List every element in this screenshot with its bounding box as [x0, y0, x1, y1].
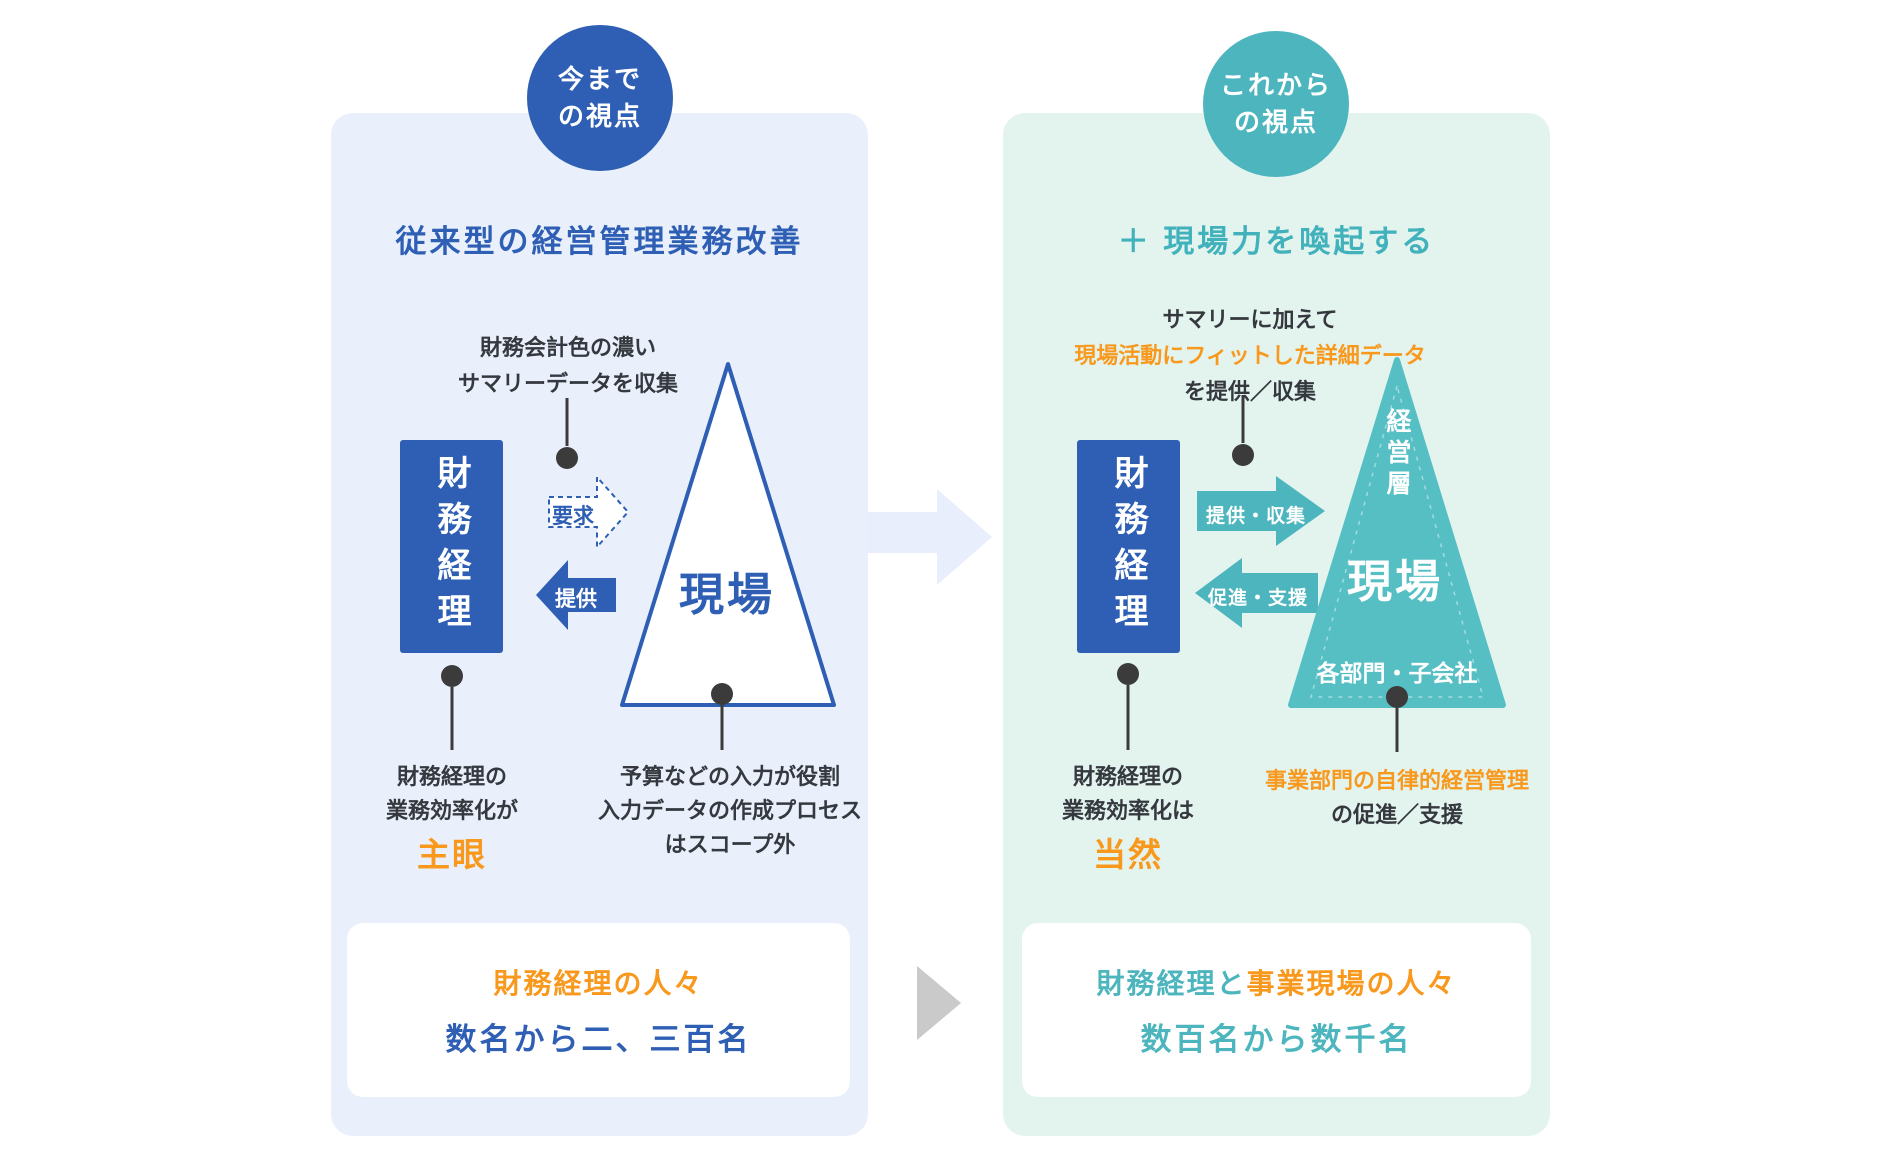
right-field-note: 事業部門の自律的経営管理 の促進／支援 — [1244, 764, 1550, 832]
right-finance-note-line1: 財務経理の — [1072, 764, 1183, 789]
transition-arrow-icon — [866, 489, 992, 585]
badge-future-view-line1: これから — [1219, 70, 1332, 100]
request-arrow-label: 要求 — [552, 505, 594, 528]
left-top-note: 財務会計色の濃い サマリーデータを収集 — [408, 330, 728, 402]
provide-collect-arrow-label: 提供・収集 — [1205, 506, 1306, 527]
badge-current-view-line2: の視点 — [557, 101, 642, 131]
right-top-note-line3: を提供／収集 — [1183, 379, 1316, 404]
left-top-note-line2: サマリーデータを収集 — [457, 371, 678, 396]
right-summary-line1-orange: 事業現場の人々 — [1246, 967, 1457, 999]
left-triangle-label: 現場 — [678, 569, 775, 620]
right-finance-note-emphasis: 当然 — [1093, 836, 1163, 873]
left-finance-note-line1: 財務経理の — [396, 764, 507, 789]
right-summary-line2: 数百名から数千名 — [1140, 1021, 1413, 1057]
transition-triangle-icon — [917, 966, 961, 1040]
right-summary-line1: 財務経理と事業現場の人々 — [1096, 962, 1456, 1002]
right-top-note-line1: サマリーに加えて — [1162, 307, 1338, 332]
promote-support-arrow-label: 促進・支援 — [1207, 588, 1308, 609]
left-finance-box: 財務経理 — [400, 440, 503, 653]
left-summary-card: 財務経理の人々 数名から二、三百名 — [347, 923, 850, 1097]
left-field-note-line1: 予算などの入力が役割 — [619, 764, 840, 789]
pyramid-top-label: 経営層 — [1383, 408, 1411, 501]
left-field-note-line2: 入力データの作成プロセス — [597, 798, 862, 823]
left-top-note-line1: 財務会計色の濃い — [479, 335, 656, 360]
badge-future-view-line2: の視点 — [1233, 107, 1318, 137]
pyramid-bottom-label: 各部門・子会社 — [1316, 660, 1478, 686]
badge-current-view-line1: 今まで — [557, 64, 642, 94]
pyramid-top-label-wrap: 経営層 — [1372, 408, 1422, 501]
right-top-note-line2: 現場活動にフィットした詳細データ — [1074, 343, 1426, 368]
right-panel-title: ＋ 現場力を喚起する — [1117, 224, 1436, 259]
provide-arrow-label: 提供 — [555, 588, 597, 611]
pyramid-middle-label: 現場 — [1346, 556, 1443, 607]
left-panel-title: 従来型の経営管理業務改善 — [395, 224, 804, 259]
left-summary-line1: 財務経理の人々 — [493, 967, 704, 999]
left-field-note: 予算などの入力が役割 入力データの作成プロセス はスコープ外 — [577, 760, 883, 862]
right-field-note-line1: 事業部門の自律的経営管理 — [1264, 768, 1529, 793]
badge-current-view: 今まで の視点 — [527, 25, 673, 171]
left-finance-note-line2: 業務効率化が — [385, 798, 518, 823]
right-summary-card: 財務経理と事業現場の人々 数百名から数千名 — [1022, 923, 1531, 1097]
left-finance-note-emphasis: 主眼 — [417, 836, 487, 873]
badge-future-view: これから の視点 — [1203, 31, 1349, 177]
left-finance-note: 財務経理の 業務効率化が 主眼 — [337, 760, 567, 878]
right-top-note: サマリーに加えて 現場活動にフィットした詳細データ を提供／収集 — [1030, 302, 1470, 410]
right-finance-box-label: 財務経理 — [1109, 454, 1147, 639]
right-finance-note: 財務経理の 業務効率化は 当然 — [1013, 760, 1243, 878]
right-field-note-line2: の促進／支援 — [1330, 802, 1463, 827]
right-summary-line1-teal: 財務経理と — [1096, 967, 1247, 999]
right-finance-note-line2: 業務効率化は — [1061, 798, 1194, 823]
left-finance-box-label: 財務経理 — [432, 454, 470, 639]
right-finance-box: 財務経理 — [1077, 440, 1180, 653]
left-summary-line2: 数名から二、三百名 — [445, 1021, 752, 1057]
left-field-note-line3: はスコープ外 — [664, 832, 796, 857]
